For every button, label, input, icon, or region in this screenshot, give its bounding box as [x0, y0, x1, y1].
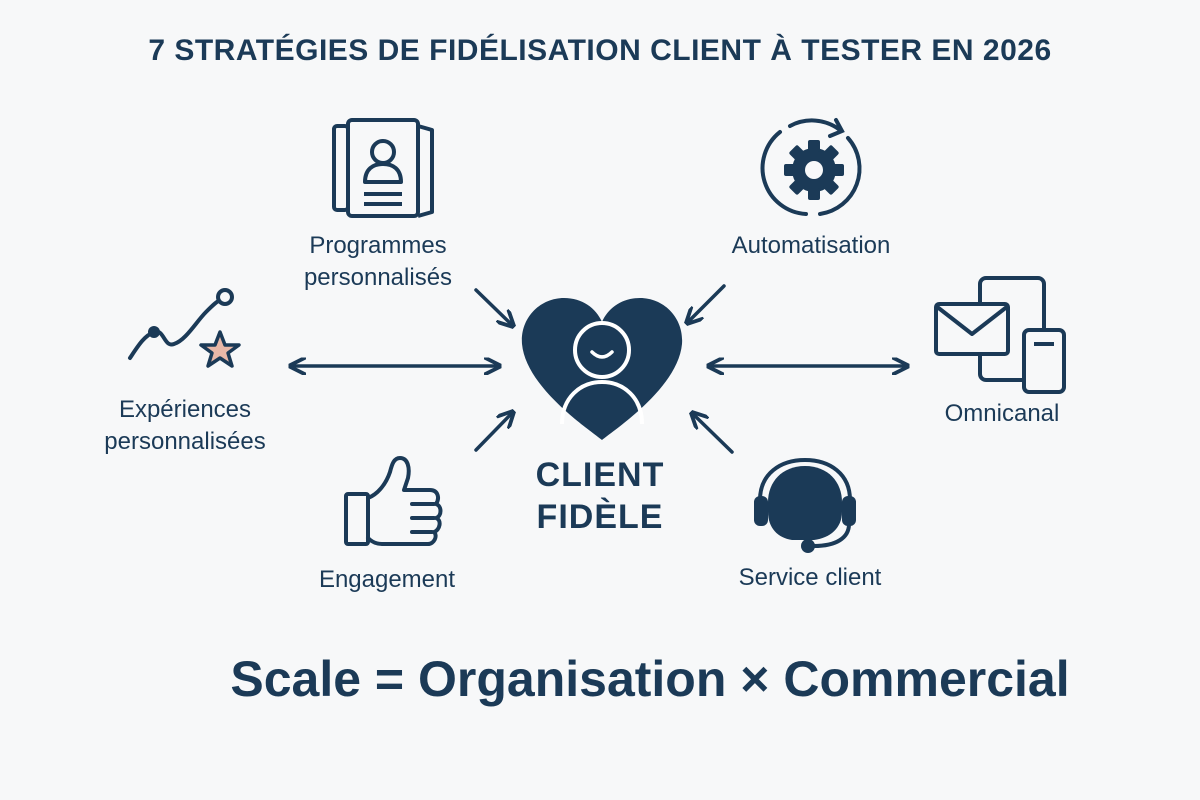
gear-cycle-icon [760, 118, 862, 216]
profile-document-icon [332, 118, 434, 218]
heart-person-icon [521, 298, 683, 440]
node-service-client: Service client [738, 564, 882, 591]
node-programmes-line2: personnalisés [303, 264, 453, 291]
node-programmes-line1: Programmes [309, 232, 447, 259]
arrow-programmes [474, 288, 512, 325]
thumbs-up-icon [344, 456, 443, 546]
arrow-service [693, 414, 734, 454]
node-omnicanal: Omnicanal [944, 400, 1060, 427]
diagram-title: 7 STRATÉGIES DE FIDÉLISATION CLIENT À TE… [148, 34, 1052, 67]
node-engagement: Engagement [318, 566, 456, 593]
center-label: CLIENT FIDÈLE [480, 454, 720, 538]
devices-mail-icon [934, 276, 1066, 394]
arrow-automatisation [688, 284, 726, 322]
center-label-line2: FIDÈLE [536, 498, 664, 536]
arrow-engagement [474, 413, 512, 452]
trend-star-icon [128, 288, 241, 368]
node-experiences-line1: Expériences [118, 396, 252, 423]
node-programmes: Programmes personnalisés [280, 230, 476, 294]
formula: Scale = Organisation × Commercial [230, 651, 1070, 707]
node-automatisation: Automatisation [731, 232, 891, 259]
headset-icon [754, 457, 856, 553]
node-experiences-line2: personnalisées [104, 428, 266, 455]
node-experiences: Expériences personnalisées [80, 394, 290, 458]
center-label-line1: CLIENT [535, 456, 665, 494]
